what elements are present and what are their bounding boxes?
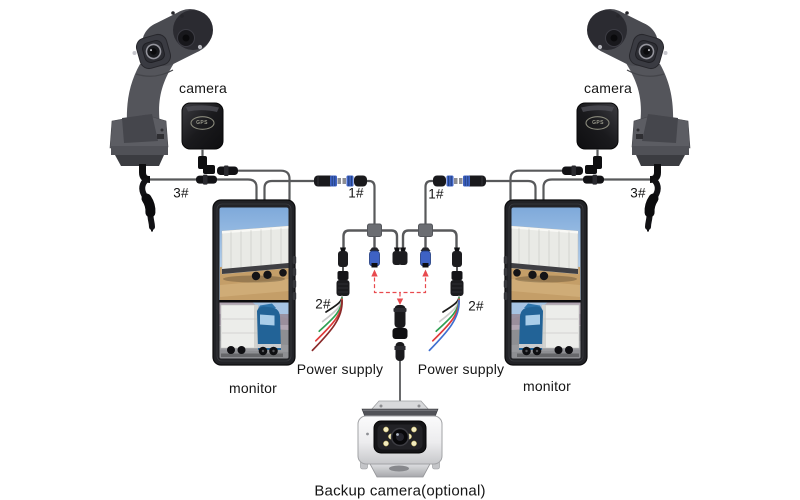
left-assembly (110, 9, 402, 365)
backup-camera-link (392, 292, 408, 404)
backup-camera-lens (390, 427, 410, 447)
power-wire (311, 299, 343, 352)
power-wires-right (428, 294, 460, 352)
power-wires-left (311, 294, 343, 352)
backup-camera (357, 400, 443, 478)
power-wire (428, 299, 460, 352)
right-assembly (399, 9, 691, 365)
